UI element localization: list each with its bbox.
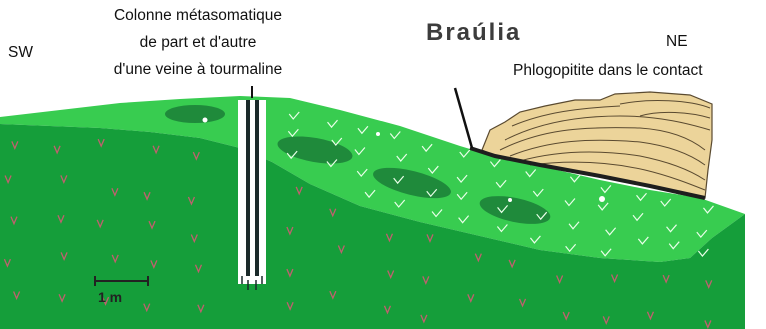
ne-direction-label: NE (666, 34, 688, 50)
sw-direction-label: SW (8, 45, 33, 61)
locality-title: Braúlia (426, 21, 521, 45)
contact-pointer (455, 88, 472, 148)
column-label-line2: de part et d'autre (60, 35, 336, 51)
vein-dark-core-right (255, 100, 259, 276)
contact-label: Phlogopitite dans le contact (513, 63, 703, 79)
vein-dark-core-left (246, 100, 250, 276)
column-label-line3: d'une veine à tourmaline (60, 62, 336, 78)
scale-label: 1 m (98, 290, 122, 304)
tourmaline-vein (238, 100, 266, 284)
column-label-line1: Colonne métasomatique (60, 8, 336, 24)
lens-left-top (165, 105, 225, 123)
